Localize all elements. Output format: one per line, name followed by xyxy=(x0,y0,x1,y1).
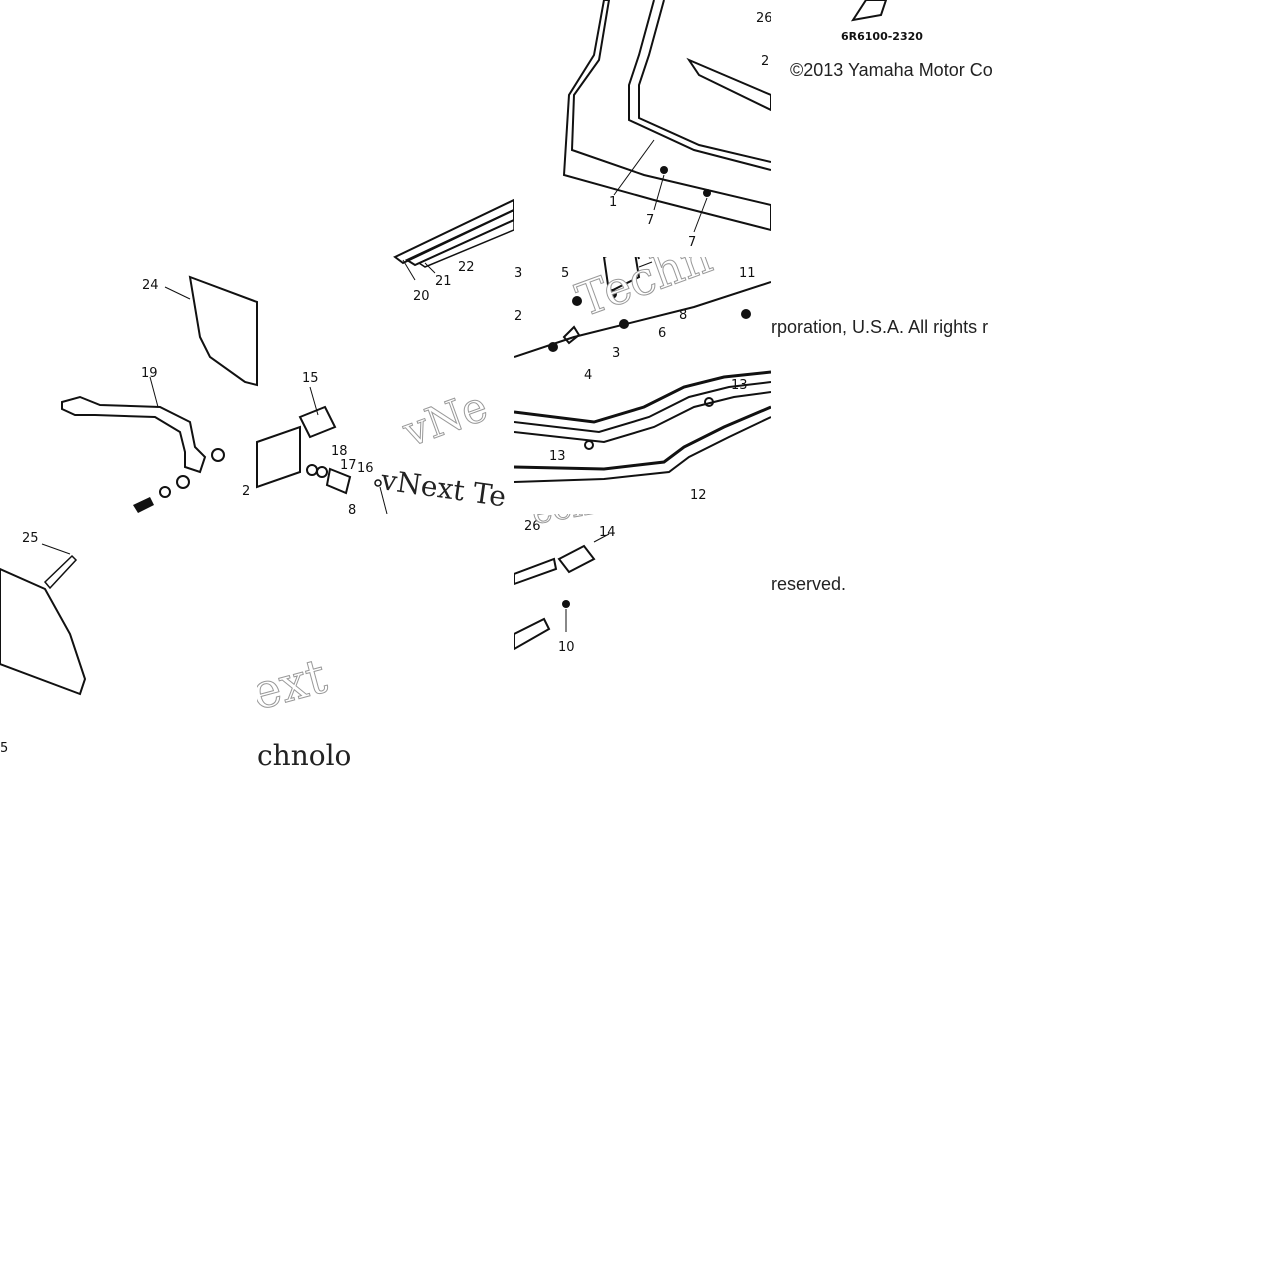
copyright-line-1: ©2013 Yamaha Motor Co xyxy=(790,60,993,80)
rails-drawing: 20 21 22 xyxy=(393,198,514,304)
watermark-text: ext xyxy=(257,650,332,722)
frame-fasteners-drawing: 5 8 6 3 4 11 13 13 12 3 2 Techn xyxy=(514,257,771,503)
nut-part xyxy=(619,319,629,329)
bolt-part xyxy=(133,497,154,513)
callout-14: 14 xyxy=(599,525,616,540)
nut-part xyxy=(607,289,617,299)
screw-part xyxy=(703,189,711,197)
callout-3: 3 xyxy=(612,346,620,361)
diagram-tile-center-middle: 5 8 6 3 4 11 13 13 12 3 2 Techn xyxy=(514,257,771,514)
callout-8: 8 xyxy=(348,503,356,514)
callout-19: 19 xyxy=(141,366,158,381)
callout-25: 25 xyxy=(22,531,39,546)
hood-frame-part xyxy=(562,0,771,232)
callout-1: 1 xyxy=(609,195,617,210)
callout-6: 6 xyxy=(658,326,666,341)
callout-2b: 2 xyxy=(514,309,522,324)
callout-13: 13 xyxy=(731,378,748,393)
callout-12: 12 xyxy=(690,488,707,503)
diagram-tile-center-top: 1 7 7 26 2 xyxy=(514,0,771,257)
callout-17: 17 xyxy=(340,458,357,473)
callout-23: 2 xyxy=(242,484,250,499)
callout-2: 2 xyxy=(761,54,769,69)
callout-10: 10 xyxy=(558,640,575,655)
screw-part xyxy=(374,479,382,487)
bracket-part xyxy=(602,257,641,294)
rivet-part xyxy=(43,554,78,590)
panel-drawing: 25 5 xyxy=(0,531,87,756)
nut-part xyxy=(741,309,751,319)
trim-part xyxy=(514,557,558,586)
cover-plate-part xyxy=(188,275,258,387)
screw-part xyxy=(562,600,570,608)
hood-frame-drawing: 1 7 7 26 2 xyxy=(562,0,771,250)
panel-part xyxy=(0,567,87,696)
washer-part xyxy=(306,464,318,476)
callout-5: 5 xyxy=(561,266,569,281)
stay-part xyxy=(61,395,207,474)
cap-part xyxy=(557,544,596,574)
watermark-text: chnolo xyxy=(257,739,351,771)
callout-21: 21 xyxy=(435,274,452,289)
watermark-text: vNe xyxy=(396,381,494,457)
diagram-tile-rails: 20 21 22 xyxy=(385,185,514,305)
trim-part xyxy=(686,57,771,112)
callout-18: 18 xyxy=(331,444,348,459)
nut-part xyxy=(548,342,558,352)
callout-3b: 3 xyxy=(514,266,522,281)
bolt-part xyxy=(562,325,581,345)
code-drawing: 6R6100-2320 xyxy=(841,0,923,43)
diagram-tile-left-bottom: 25 5 xyxy=(0,514,257,771)
callout-15: 15 xyxy=(302,371,319,386)
left-top-drawing: 24 19 2 15 18 17 16 8 vNe vNext Te xyxy=(61,257,508,514)
callout-11: 11 xyxy=(739,266,756,281)
clip-part xyxy=(584,440,594,450)
washer-part xyxy=(176,475,190,489)
diagram-tile-watermark: ext chnolo xyxy=(257,650,362,771)
bracket-part xyxy=(256,425,301,489)
diagram-tile-right-top: 6R6100-2320 ©2013 Yamaha Motor Co xyxy=(771,0,1028,100)
copyright-line-2: rporation, U.S.A. All rights r xyxy=(771,317,989,337)
callout-4: 4 xyxy=(584,368,592,383)
nut-part xyxy=(159,486,171,498)
bolt-part xyxy=(325,467,352,495)
washer-part xyxy=(211,448,225,462)
callout-16: 16 xyxy=(357,461,374,476)
callout-7: 7 xyxy=(646,213,654,228)
trim-part xyxy=(514,617,551,651)
diagram-tile-center-bottom: 14 10 26 echo xyxy=(514,514,624,657)
callout-22: 22 xyxy=(458,260,475,275)
callout-26: 26 xyxy=(756,11,771,26)
callout-13b: 13 xyxy=(549,449,566,464)
watermark-text: Techn xyxy=(569,257,718,327)
callout-8: 8 xyxy=(679,308,687,323)
callout-5: 5 xyxy=(0,741,8,756)
callout-7b: 7 xyxy=(688,235,696,250)
cap-part xyxy=(850,0,888,22)
watermark-text: vNext Te xyxy=(378,463,508,513)
callout-20: 20 xyxy=(413,289,430,304)
callout-26b: 26 xyxy=(524,519,541,534)
nut-part xyxy=(572,296,582,306)
copyright-line-3: reserved. xyxy=(771,574,847,594)
watermark-drawing: ext chnolo xyxy=(257,650,351,771)
trim-drawing: 14 10 26 echo xyxy=(514,514,616,655)
washer-part xyxy=(316,466,328,478)
callout-24: 24 xyxy=(142,278,159,293)
clip-part xyxy=(704,397,714,407)
diagram-code: 6R6100-2320 xyxy=(841,30,923,43)
screw-part xyxy=(660,166,668,174)
